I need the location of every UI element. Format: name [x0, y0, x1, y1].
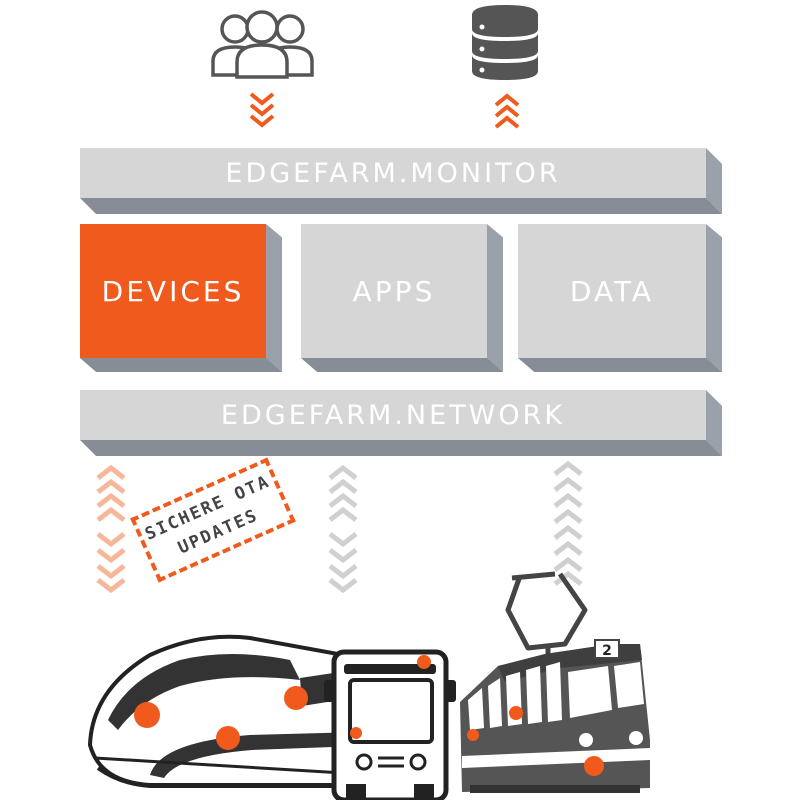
monitor-label: EDGEFARM.MONITOR: [225, 157, 561, 189]
monitor-layer: EDGEFARM.MONITOR: [80, 148, 722, 214]
device-dots: [134, 655, 604, 776]
bidirectional-arrows-icon: [96, 464, 126, 594]
arrow-down-icon: [249, 92, 275, 128]
vehicles-illustration: 2: [87, 571, 650, 800]
arrow-up-icon: [494, 93, 520, 129]
network-label: EDGEFARM.NETWORK: [220, 399, 566, 431]
bidirectional-arrows-icon: [328, 464, 358, 594]
data-label: DATA: [569, 274, 655, 308]
apps-module: APPS: [301, 224, 503, 372]
train-icon: [87, 634, 362, 788]
arrow-up-icon: [553, 460, 583, 586]
users-icon: [211, 10, 314, 79]
devices-label: DEVICES: [101, 274, 245, 308]
network-layer: EDGEFARM.NETWORK: [80, 390, 722, 456]
bus-icon: [324, 649, 456, 800]
database-icon: [472, 5, 538, 80]
data-module: DATA: [518, 224, 722, 372]
tram-icon: 2: [460, 571, 650, 793]
tram-number: 2: [602, 643, 612, 659]
devices-module: DEVICES: [80, 224, 282, 372]
apps-label: APPS: [352, 274, 436, 308]
